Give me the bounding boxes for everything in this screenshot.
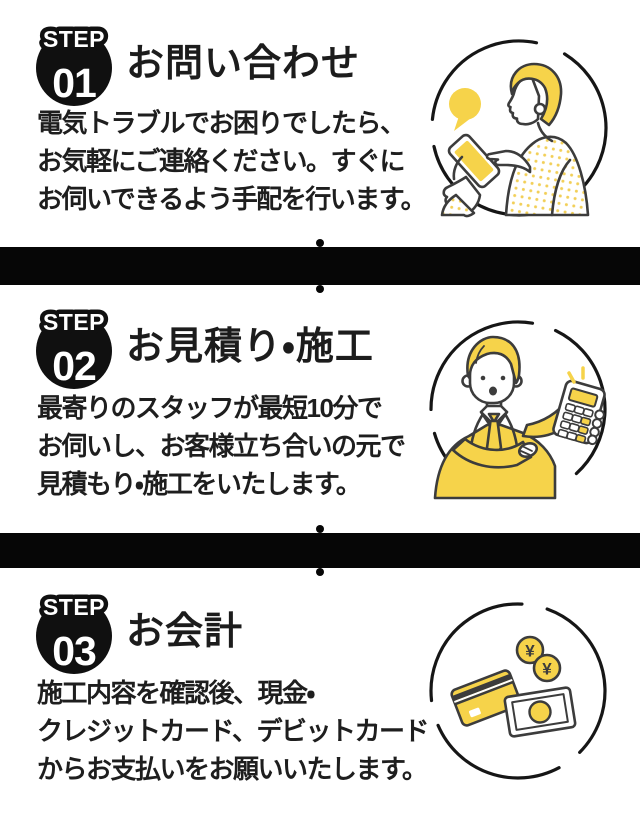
pointing-hand-icon: [485, 149, 532, 174]
divider-dot-top: [316, 239, 324, 247]
yen-symbol: ¥: [542, 660, 552, 679]
credit-card-icon: [450, 669, 522, 727]
step1-description: 電気トラブルでお困りでしたら、 お気軽にご連絡ください。すぐに お伺いできるよう…: [37, 104, 427, 218]
description-line: 最寄りのスタッフが最短10分で: [37, 393, 383, 423]
divider-dot-top: [316, 525, 324, 533]
hair: [509, 62, 563, 127]
step1-badge: STEP 01: [36, 22, 112, 106]
description-line: クレジットカード、デビットカード: [37, 716, 429, 746]
section-divider-band: [0, 247, 640, 285]
description-line: 施工内容を確認後、現金・: [37, 678, 315, 708]
staff-figure: [433, 335, 606, 500]
badge-step-number: 03: [52, 628, 96, 674]
step1-title: お問い合わせ: [126, 43, 361, 85]
badge-circle: [36, 313, 112, 389]
banknote-icon: [503, 686, 577, 738]
eye: [500, 375, 506, 381]
eye: [480, 375, 486, 381]
section-divider-band: [0, 533, 640, 568]
badge-step-number: 01: [52, 60, 96, 106]
description-line: 電気トラブルでお困りでしたら、: [37, 108, 406, 138]
step2-title: お見積り・施工: [126, 326, 374, 368]
step2-badge: STEP 02: [36, 305, 112, 389]
badge-step-label: STEP: [43, 309, 105, 335]
description-line: 見積もり・施工をいたします。: [37, 469, 362, 499]
description-line: お気軽にご連絡ください。すぐに: [37, 146, 405, 176]
yen-symbol: ¥: [525, 642, 535, 661]
sparkle-icon: [567, 366, 585, 384]
step2-description: 最寄りのスタッフが最短10分で お伺いし、お客様立ち合いの元で 見積もり・施工を…: [37, 389, 406, 503]
divider-dot-bottom: [316, 285, 324, 293]
hair: [466, 335, 521, 385]
shirt: [504, 135, 590, 217]
step3-badge: STEP 03: [36, 590, 112, 674]
coin-icon: ¥: [532, 653, 562, 683]
badge-circle: [36, 598, 112, 674]
ear: [533, 102, 547, 116]
sketch-circle-frame: [429, 602, 607, 780]
contact-illustration: [430, 39, 608, 218]
speech-bubble-icon: [449, 88, 481, 131]
badge-circle: [36, 30, 112, 106]
description-line: からお支払いをお願いいたします。: [37, 754, 428, 784]
calculator-keys: [557, 402, 594, 444]
mouth: [489, 386, 497, 396]
person-figure: [440, 62, 590, 218]
thumb: [452, 155, 464, 181]
divider-dot-bottom: [316, 568, 324, 576]
badge-step-number: 02: [52, 343, 96, 389]
estimate-illustration: [429, 320, 607, 500]
coin-icon: ¥: [515, 635, 545, 665]
sleeve: [440, 193, 476, 218]
description-line: お伺いし、お客様立ち合いの元で: [37, 431, 406, 461]
description-line: お伺いできるよう手配を行います。: [37, 184, 427, 214]
necktie-icon: [487, 412, 501, 424]
step3-description: 施工内容を確認後、現金・ クレジットカード、デビットカード からお支払いをお願い…: [37, 674, 429, 788]
badge-step-label: STEP: [43, 26, 105, 52]
gripping-fingers: [587, 409, 605, 446]
calculator-icon: [552, 379, 606, 446]
badge-step-label: STEP: [43, 594, 105, 620]
payment-items: ¥ ¥: [450, 635, 577, 738]
smartphone-icon: [447, 133, 501, 189]
payment-illustration: ¥ ¥: [429, 602, 607, 780]
signature-strip: [468, 707, 481, 718]
step3-title: お会計: [126, 611, 244, 653]
calculator-screen: [567, 387, 599, 408]
